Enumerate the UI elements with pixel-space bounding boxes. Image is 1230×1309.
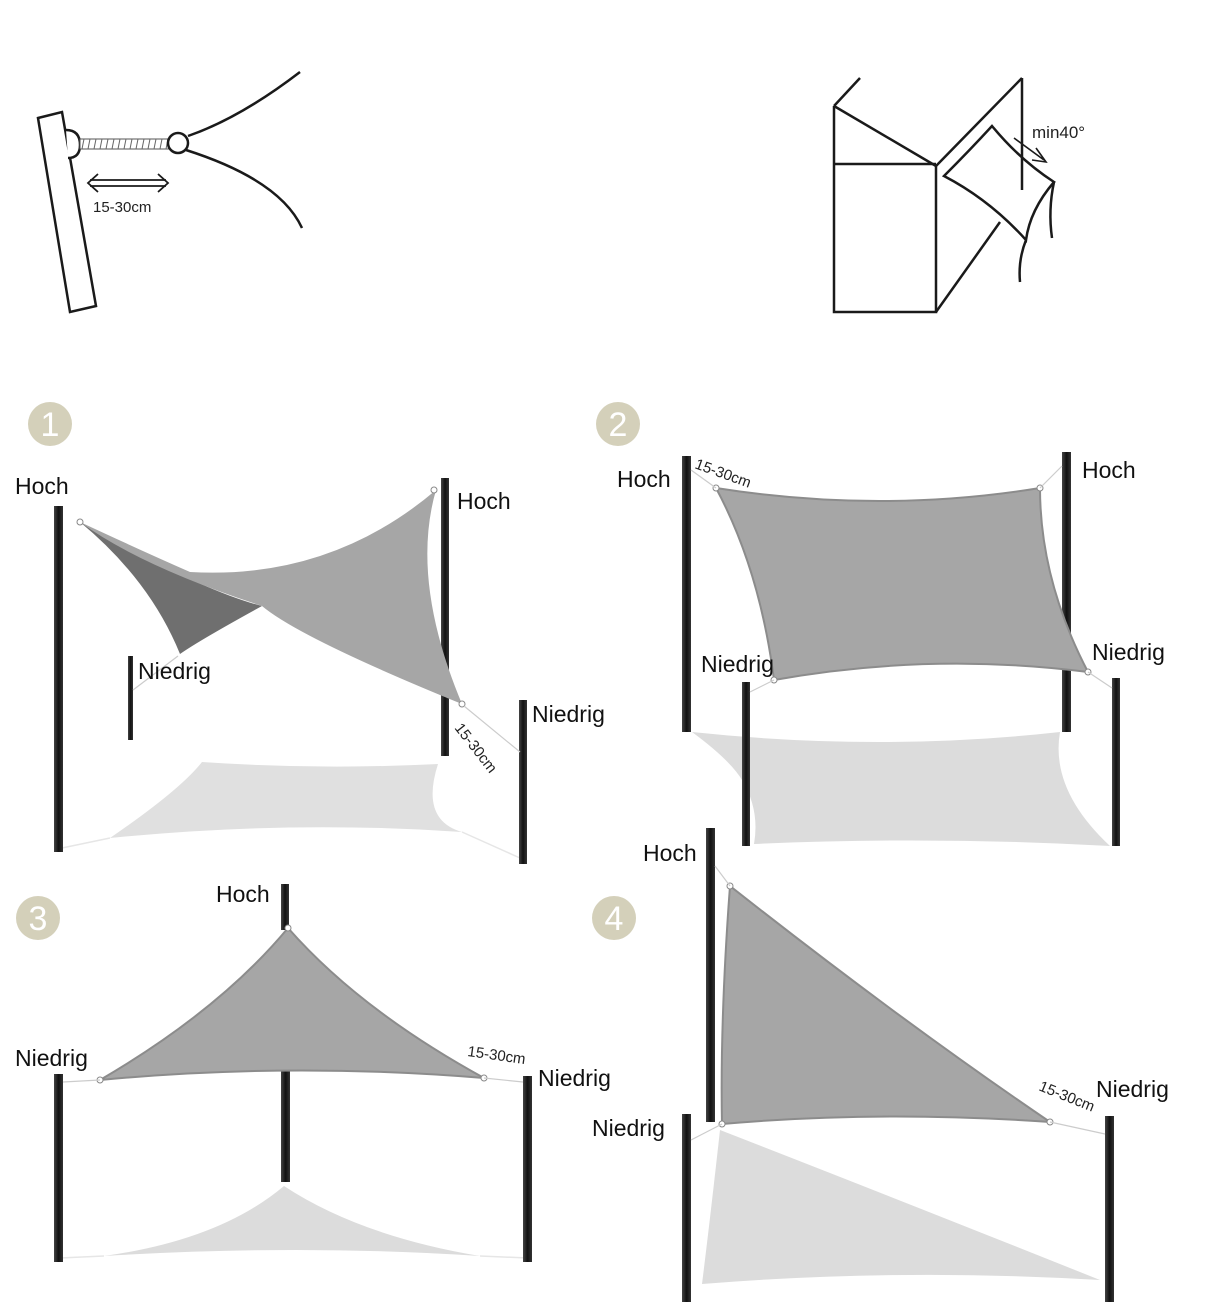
pole-2-low-right <box>1112 678 1120 846</box>
sail-edge-upper <box>187 71 301 138</box>
label-1-low-left: Niedrig <box>138 658 211 684</box>
pole-1-low-left <box>128 656 133 740</box>
pole-3-low-left <box>54 1074 63 1262</box>
building-roof-edge <box>833 77 861 107</box>
pole-2-low-left <box>742 682 750 846</box>
wall-post <box>36 110 98 314</box>
roof-angle-illustration <box>832 77 1056 314</box>
pole-4-low-left <box>682 1114 691 1302</box>
pole-4-low-right <box>1105 1116 1114 1302</box>
label-4-distance: 15-30cm <box>1037 1078 1097 1116</box>
wall-distance-label: 15-30cm <box>93 199 151 216</box>
label-1-high-right: Hoch <box>457 488 511 514</box>
label-3-low-left: Niedrig <box>15 1045 88 1071</box>
pole-3-high-center <box>281 884 289 930</box>
badge-3 <box>16 896 60 940</box>
wall-mount-illustration: 15-30cm <box>36 71 304 314</box>
pole-4-high <box>706 828 715 1122</box>
pole-1-high-left <box>54 506 63 852</box>
panel-2: 2 Hoch Hoch Niedrig Niedrig 15-30cm <box>596 402 1165 846</box>
shadow-4 <box>702 1130 1100 1284</box>
angle-arrow <box>1013 137 1048 164</box>
label-1-low-right: Niedrig <box>532 701 605 727</box>
pole-1-high-right <box>441 478 449 756</box>
shadow-3 <box>104 1186 480 1256</box>
label-1-high-left: Hoch <box>15 473 69 499</box>
badge-4-number: 4 <box>605 900 624 938</box>
label-2-low-right: Niedrig <box>1092 639 1165 665</box>
shadow-2 <box>692 732 1110 846</box>
sail-1-dark <box>80 522 262 654</box>
badge-2-number: 2 <box>609 406 628 444</box>
pole-1-low-right <box>519 700 527 864</box>
shadow-1 <box>110 762 462 838</box>
badge-1-number: 1 <box>41 406 60 444</box>
panel-1: 1 Hoch Hoch Niedrig Niedrig 15-30cm <box>15 402 605 864</box>
pole-3-low-right <box>523 1076 532 1262</box>
label-3-low-right: Niedrig <box>538 1065 611 1091</box>
distance-arrow <box>86 173 170 193</box>
spring-coils <box>81 138 169 150</box>
badge-4 <box>592 896 636 940</box>
label-1-distance: 15-30cm <box>451 720 500 776</box>
badge-2 <box>596 402 640 446</box>
label-3-distance: 15-30cm <box>466 1043 526 1068</box>
pole-3-center-lower <box>281 1066 290 1182</box>
sail-ring <box>166 131 190 155</box>
label-2-high-right: Hoch <box>1082 457 1136 483</box>
label-2-low-left: Niedrig <box>701 651 774 677</box>
sail-4 <box>720 884 1054 1126</box>
panel-3: 3 Hoch Niedrig Niedrig 15-30cm <box>15 881 611 1262</box>
sail-3 <box>99 926 485 1081</box>
wall-anchor <box>65 128 82 160</box>
angle-label: min40° <box>1032 123 1085 142</box>
pole-2-high-left <box>682 456 691 732</box>
badge-1 <box>28 402 72 446</box>
label-4-low-left: Niedrig <box>592 1115 665 1141</box>
building-front <box>832 106 938 314</box>
label-3-high: Hoch <box>216 881 270 907</box>
pole-2-high-right <box>1062 452 1071 732</box>
panel-4: 4 Hoch Niedrig Niedrig 15-30cm <box>592 828 1169 1302</box>
label-2-distance: 15-30cm <box>693 456 754 492</box>
sail-edge-lower <box>185 148 304 229</box>
badge-3-number: 3 <box>29 900 48 938</box>
sail-1-light <box>80 490 462 704</box>
label-4-high: Hoch <box>643 840 697 866</box>
label-4-low-right: Niedrig <box>1096 1076 1169 1102</box>
label-2-high-left: Hoch <box>617 466 671 492</box>
